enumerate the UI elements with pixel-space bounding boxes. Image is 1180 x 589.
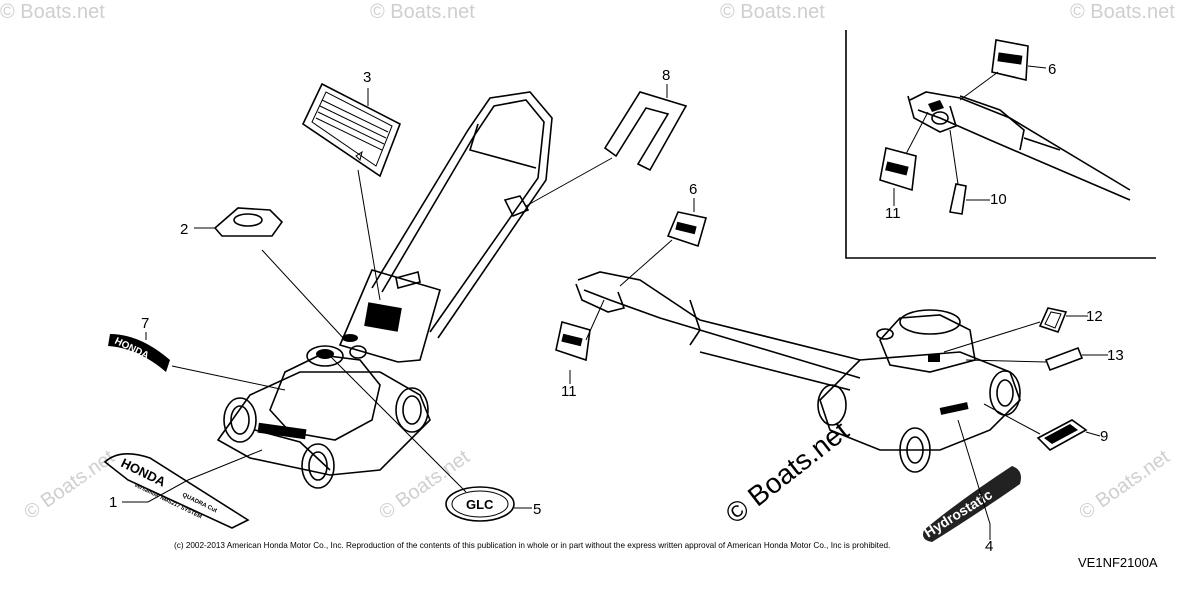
decal-10 — [949, 183, 967, 215]
decal-9 — [1036, 419, 1088, 451]
leader-lines — [122, 65, 1108, 540]
callout-9: 9 — [1100, 428, 1108, 445]
callout-5: 5 — [533, 501, 541, 518]
callout-3: 3 — [363, 69, 371, 86]
inset-frame — [845, 30, 1156, 259]
decal-12 — [1038, 307, 1068, 333]
callout-2: 2 — [180, 221, 188, 238]
callout-7: 7 — [141, 315, 149, 332]
decal-6-inset — [991, 39, 1029, 81]
callout-6: 6 — [689, 181, 697, 198]
mower-left — [216, 91, 553, 489]
decal-8 — [603, 91, 688, 172]
decal-text: HONDA — [119, 455, 169, 490]
bag-label-patch — [364, 302, 402, 332]
watermark: © Boats.net — [20, 446, 119, 524]
watermark: © Boats.net — [720, 1, 825, 23]
decal-text: GLC — [466, 497, 494, 512]
callout-8: 8 — [662, 67, 670, 84]
watermark: © Boats.net — [0, 1, 105, 23]
watermark: © Boats.net — [370, 1, 475, 23]
callout-1: 1 — [109, 494, 117, 511]
decal-6-right — [666, 211, 708, 248]
callout-6: 6 — [1048, 61, 1056, 78]
decal-text: Hydrostatic — [921, 486, 995, 540]
callout-10: 10 — [990, 191, 1007, 208]
callout-12: 12 — [1086, 308, 1103, 325]
diagram-code: VE1NF2100A — [1078, 555, 1158, 570]
copyright-notice: (c) 2002-2013 American Honda Motor Co., … — [174, 541, 890, 550]
watermarks: © Boats.net © Boats.net © Boats.net © Bo… — [0, 1, 1175, 530]
decal-11-right — [555, 320, 591, 362]
callout-11: 11 — [885, 205, 901, 222]
callout-11: 11 — [561, 383, 577, 400]
decal-7-honda-band: HONDA — [108, 334, 170, 372]
decal-13 — [1044, 346, 1084, 372]
decal-5-badge: GLC — [445, 486, 515, 522]
decal-3-instruction-label — [301, 82, 402, 178]
callout-4: 4 — [985, 538, 993, 555]
watermark: © Boats.net — [1070, 1, 1175, 23]
inset-handle — [907, 91, 1131, 201]
mower-right — [575, 271, 1021, 473]
decal-2 — [213, 207, 284, 237]
decal-1-honda-strip: HONDA QUADRA Cut Versamow NMS217 SYSTEM — [103, 453, 250, 529]
decal-4-hydrostatic: Hydrostatic — [921, 466, 1021, 542]
callout-13: 13 — [1107, 347, 1124, 364]
watermark: © Boats.net — [1075, 446, 1174, 524]
callout-numbers: 1 2 3 4 5 6 6 7 8 9 10 11 11 12 13 — [109, 61, 1124, 555]
decal-11-inset — [879, 147, 917, 192]
